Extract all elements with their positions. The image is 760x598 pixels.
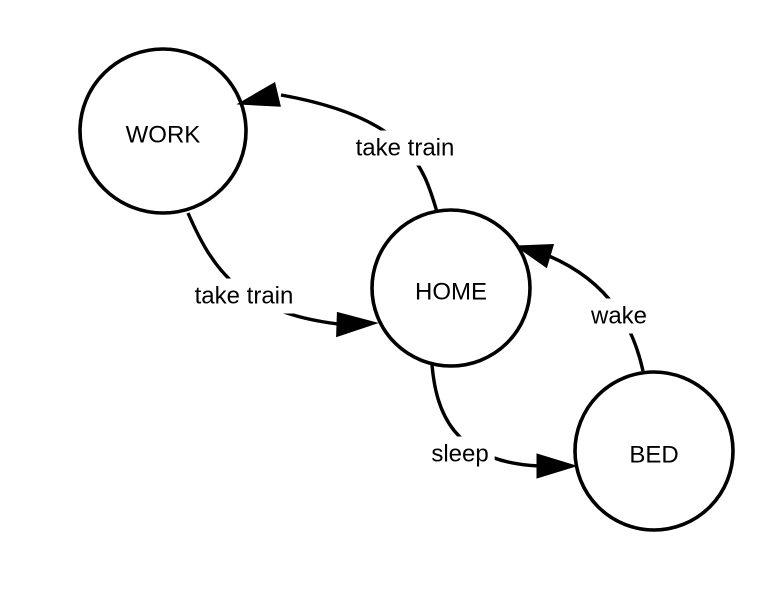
- edge-home-to-bed-label-backing: [425, 436, 495, 472]
- edge-work-to-home-label: take train: [195, 283, 294, 310]
- edge-bed-to-home-arrowhead-icon: [514, 243, 555, 269]
- edge-work-to-home-label-backing: [188, 278, 300, 314]
- edge-bed-to-home-label-backing: [583, 298, 654, 334]
- edge-home-to-bed-arrowhead-icon: [536, 453, 578, 479]
- node-work-circle: [78, 47, 248, 215]
- edge-home-to-work-arrowhead-icon: [236, 82, 281, 107]
- node-bed-circle: [573, 370, 735, 532]
- edge-home-to-bed-label: sleep: [431, 441, 488, 468]
- edge-home-to-work-label-backing: [349, 130, 461, 166]
- node-bed-label: BED: [629, 442, 678, 469]
- node-home-label: HOME: [415, 279, 487, 306]
- edge-work-to-home-arrowhead-icon: [336, 311, 379, 338]
- edge-bed-to-home-label: wake: [590, 303, 647, 330]
- edge-home-to-work-label: take train: [356, 135, 455, 162]
- node-home-circle: [370, 208, 532, 368]
- edge-home-to-bed-path: [430, 364, 540, 468]
- node-work-label: WORK: [126, 122, 201, 149]
